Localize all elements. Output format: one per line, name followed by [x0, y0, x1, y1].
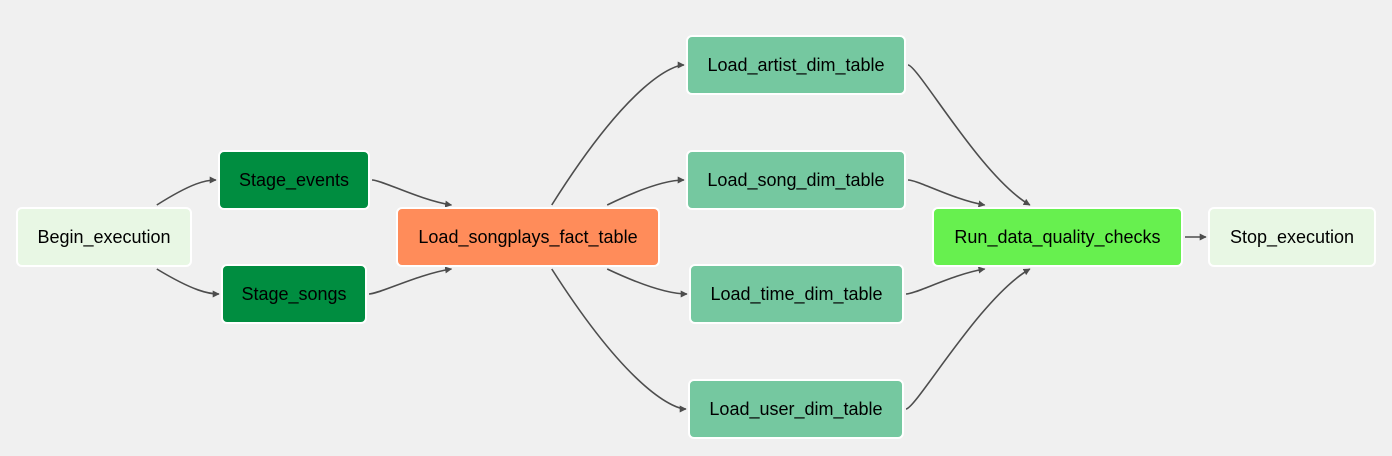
task-load-artist-dim-table[interactable]: Load_artist_dim_table	[686, 35, 906, 95]
edge-load-songplays-fact-table-to-load-artist-dim-table	[551, 61, 685, 206]
edge-load-artist-dim-table-to-run-data-quality-checks	[907, 64, 1031, 206]
task-run-data-quality-checks[interactable]: Run_data_quality_checks	[932, 207, 1183, 267]
task-begin-execution[interactable]: Begin_execution	[16, 207, 192, 267]
edge-load-time-dim-table-to-run-data-quality-checks	[905, 266, 986, 295]
edge-begin-execution-to-stage-songs	[156, 268, 220, 298]
edge-load-songplays-fact-table-to-load-user-dim-table	[551, 268, 687, 413]
task-load-songplays-fact-table[interactable]: Load_songplays_fact_table	[396, 207, 660, 267]
edge-stage-events-to-load-songplays-fact-table	[371, 179, 453, 208]
edge-layer	[156, 61, 1207, 413]
edge-load-songplays-fact-table-to-load-time-dim-table	[606, 268, 688, 298]
task-stage-events[interactable]: Stage_events	[218, 150, 370, 210]
edge-load-songplays-fact-table-to-load-song-dim-table	[606, 176, 685, 206]
edge-stage-songs-to-load-songplays-fact-table	[368, 266, 453, 295]
edge-begin-execution-to-stage-events	[156, 176, 217, 206]
task-load-time-dim-table[interactable]: Load_time_dim_table	[689, 264, 904, 324]
task-load-user-dim-table[interactable]: Load_user_dim_table	[688, 379, 904, 439]
edge-load-user-dim-table-to-run-data-quality-checks	[905, 268, 1031, 410]
task-stop-execution[interactable]: Stop_execution	[1208, 207, 1376, 267]
task-load-song-dim-table[interactable]: Load_song_dim_table	[686, 150, 906, 210]
task-stage-songs[interactable]: Stage_songs	[221, 264, 367, 324]
edge-load-song-dim-table-to-run-data-quality-checks	[907, 179, 986, 208]
